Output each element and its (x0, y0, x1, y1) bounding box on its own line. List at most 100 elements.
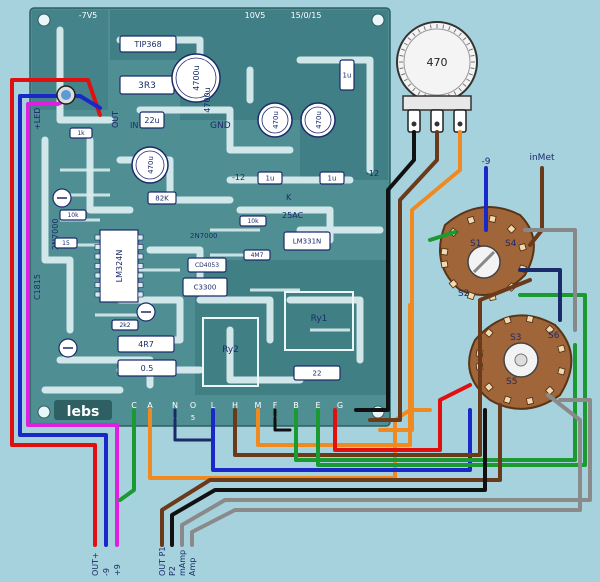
component-4700u-a: 4700u (171, 53, 221, 103)
capacitor-label: 470u (272, 111, 280, 129)
component-label: -12 (366, 169, 379, 178)
rail-label: 10V5 (245, 11, 266, 20)
knurl-tick (407, 83, 412, 87)
pin-letter: N (172, 401, 178, 410)
component-ry2: Ry2 (202, 317, 259, 387)
switch-lug (525, 314, 534, 324)
rotary-switch-lower (468, 314, 573, 410)
component-body (111, 319, 139, 331)
switch-lug (545, 385, 555, 396)
component-body (54, 237, 78, 249)
knurl-tick (403, 42, 408, 46)
switch-lug (448, 278, 459, 289)
component-05: 0.5 (117, 359, 177, 377)
knurl-tick (442, 24, 445, 29)
capacitor-ring (304, 106, 332, 134)
pin-number: 5 (191, 414, 195, 422)
component-1u-b: 1u (257, 171, 283, 185)
ic-pin (94, 272, 101, 279)
wire-harness (10, 78, 592, 547)
component-label: 2N7000 (190, 232, 218, 240)
switch-lug (466, 291, 476, 301)
component-label: GND (210, 121, 231, 131)
component-body (59, 209, 87, 221)
capacitor-label: 470u (147, 156, 155, 174)
relay-label: Ry2 (222, 345, 239, 355)
component-22u: 22u (139, 111, 165, 129)
knurl-tick (458, 32, 462, 37)
relay-outline (202, 317, 259, 387)
knurl-tick (401, 73, 406, 76)
component-label: 4M7 (251, 252, 264, 259)
component-label: IN (130, 121, 138, 130)
wire-green-e (316, 293, 587, 467)
component-tip: TIP368 (119, 35, 177, 53)
rail-label: -7V5 (79, 11, 98, 20)
wire-switch-green-a (428, 230, 457, 242)
component-label: LM331N (293, 237, 322, 245)
component-1u: 1u (339, 59, 355, 91)
wire-blue-h (211, 408, 472, 472)
wire-green-b (294, 343, 577, 462)
knurl-tick (412, 32, 416, 37)
switch-lugs-upper (440, 214, 527, 302)
pot-lugs (407, 109, 467, 133)
component-label: 82K (155, 194, 169, 202)
harness-label: -9 (102, 568, 111, 576)
component-body (147, 191, 177, 205)
component-c3300: C3300 (182, 277, 228, 297)
component-body (182, 277, 228, 297)
label-s1: S1 (470, 239, 481, 249)
pin-letter: H (232, 401, 238, 410)
wire-switch-gray (523, 228, 577, 332)
switch-lug (518, 243, 527, 252)
component-4r7: 4R7 (117, 335, 175, 353)
label-inmet: inMet (529, 153, 555, 163)
component-label: 1k (77, 130, 85, 137)
knurl-tick (458, 87, 462, 92)
component-body (319, 171, 345, 185)
ic-pin (137, 282, 144, 288)
component-label: 22 (313, 369, 322, 377)
knurl-tick (453, 91, 457, 96)
component-lm331: LM331N (283, 231, 331, 251)
pin-letter: F (273, 401, 278, 410)
ic-pin (94, 234, 101, 241)
switch-text-labels: -9 inMet S1 S2 S4 S3 S5 S6 (458, 153, 560, 387)
label-s5: S5 (506, 377, 517, 387)
knurl-tick (407, 37, 412, 41)
component-cd4: CD4053 (187, 257, 227, 273)
component-10k2: 10k (59, 209, 87, 221)
component-label: 4R7 (138, 340, 154, 349)
capacitor-label: 470u (315, 111, 323, 129)
component-body (239, 215, 267, 227)
capacitor-body (257, 102, 293, 138)
component-out: OUT (111, 111, 120, 128)
capacitor-body (300, 102, 336, 138)
component-body (187, 257, 227, 273)
switch-lug (440, 247, 449, 256)
rotary-switch-upper (439, 206, 535, 302)
capacitor-ring (261, 106, 289, 134)
wire-harness-p1 (160, 403, 502, 547)
pin-letter: C (131, 401, 137, 410)
switch-shaft-core (514, 353, 528, 367)
wire-red-g (333, 383, 472, 452)
wire-pot-black (354, 130, 416, 412)
component-label: 10k (67, 212, 79, 219)
component-in: IN (130, 121, 138, 130)
copper-pour-bottom (195, 260, 388, 395)
component-15: 15 (54, 237, 78, 249)
component-body (243, 249, 271, 261)
wire-magenta-plus9 (26, 96, 119, 547)
component-22: 22 (293, 365, 341, 381)
component-ry1: Ry1 (284, 291, 354, 351)
knurl-tick (462, 83, 467, 87)
knurl-tick (468, 48, 473, 51)
component-2n7000: 2N7000 (51, 219, 60, 250)
component-body (117, 359, 177, 377)
component-label: 1u (343, 71, 352, 79)
knurl-tick (417, 91, 421, 96)
component-label: 1u (328, 174, 337, 182)
